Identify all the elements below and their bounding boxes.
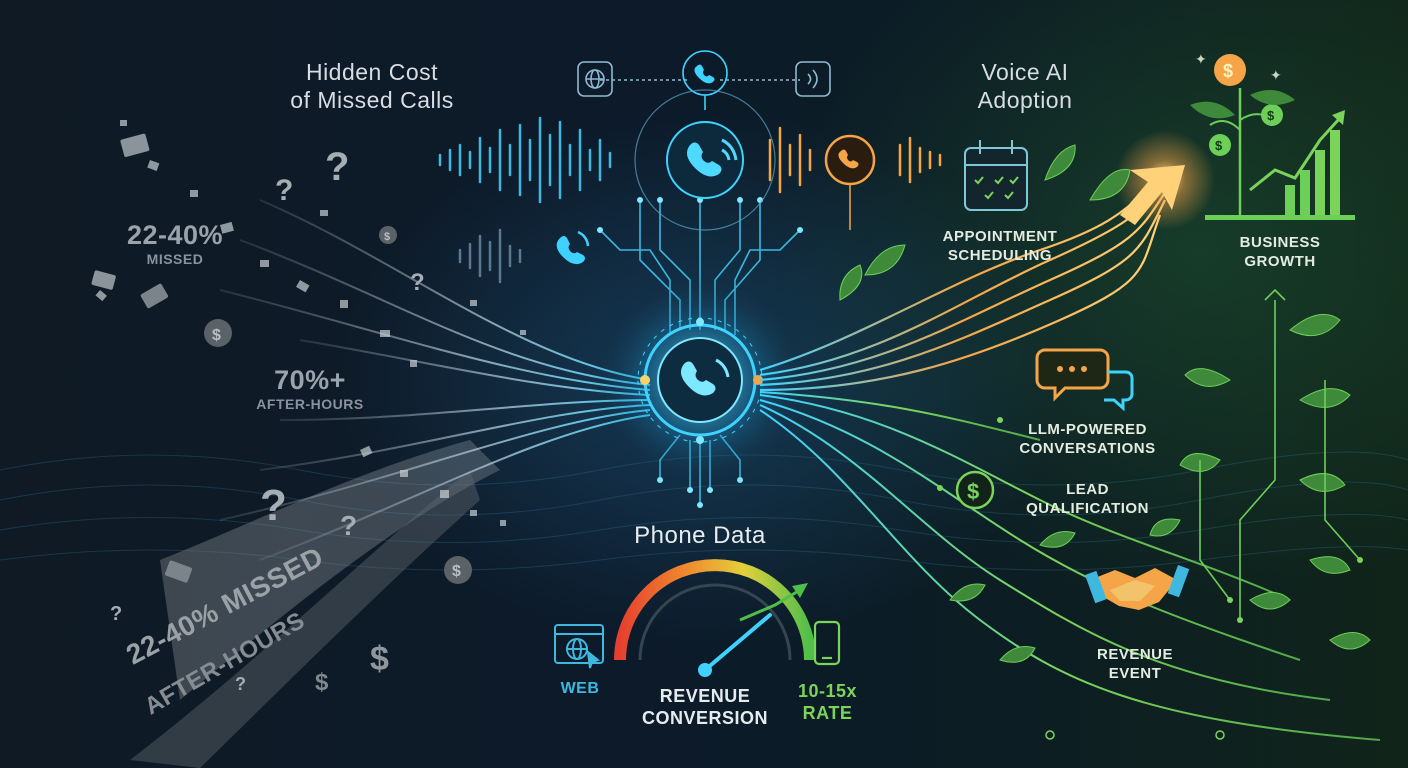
missed-calls-ribbon — [160, 440, 500, 700]
svg-text:$: $ — [1223, 61, 1233, 81]
svg-text:$: $ — [1215, 138, 1223, 153]
svg-text:?: ? — [340, 510, 357, 541]
svg-text:✦: ✦ — [1195, 52, 1207, 68]
label-line: LLM-POWERED — [1028, 421, 1147, 438]
svg-text:$: $ — [212, 327, 221, 344]
svg-text:?: ? — [235, 674, 246, 694]
phone-icon — [824, 134, 876, 230]
right-section-title: Voice AI Adoption — [930, 58, 1120, 114]
revenue-conversion-label: REVENUE CONVERSION — [615, 685, 795, 729]
lead-qualification-label: LEAD QUALIFICATION — [1005, 480, 1170, 518]
web-icon — [554, 624, 604, 669]
svg-text:✦: ✦ — [1270, 68, 1282, 84]
phone-icon — [556, 230, 590, 265]
svg-text:$: $ — [967, 479, 979, 504]
mobile-icon — [813, 620, 841, 666]
svg-text:$: $ — [452, 563, 461, 580]
business-growth-label: BUSINESS GROWTH — [1215, 233, 1345, 271]
hub-phone-icon — [637, 317, 763, 444]
rate-value: 10-15x — [797, 681, 858, 701]
svg-text:$: $ — [1267, 108, 1275, 123]
title-line: Adoption — [977, 87, 1073, 113]
vine-stems — [1199, 288, 1361, 620]
dollar-icon: $ — [955, 470, 995, 510]
svg-text:?: ? — [325, 145, 349, 189]
sound-icon — [795, 61, 831, 97]
left-section-title: Hidden Cost of Missed Calls — [262, 58, 482, 114]
paper-fragments — [95, 120, 526, 526]
missed-stat: 22-40% MISSED — [95, 220, 255, 267]
title-line: Voice AI — [981, 59, 1069, 85]
title-line: Hidden Cost — [305, 59, 439, 85]
label-line: APPOINTMENT — [942, 228, 1058, 245]
phone-icon — [682, 50, 728, 96]
center-title: Phone Data — [634, 522, 766, 549]
after-hours-percent: 70%+ — [274, 365, 346, 395]
svg-text:$: $ — [370, 640, 389, 678]
phone-icon — [666, 121, 744, 199]
appointment-scheduling-label: APPOINTMENT SCHEDULING — [915, 227, 1085, 265]
svg-text:?: ? — [410, 269, 425, 296]
label-line: REVENUE — [659, 686, 751, 706]
label-line: LEAD — [1066, 481, 1109, 498]
label-line: QUALIFICATION — [1026, 500, 1149, 517]
money-icon: $ $ $ $ $ — [91, 133, 472, 696]
llm-conversations-label: LLM-POWERED CONVERSATIONS — [1000, 420, 1175, 458]
label-line: REVENUE — [1096, 646, 1174, 663]
globe-icon — [577, 61, 613, 97]
gauge-icon — [614, 559, 816, 677]
title-line: of Missed Calls — [290, 87, 454, 113]
label-line: GROWTH — [1244, 253, 1316, 270]
label-line: CONVERSION — [641, 708, 769, 728]
rate-word: RATE — [802, 703, 853, 723]
svg-text:$: $ — [384, 231, 390, 243]
web-label: WEB — [560, 680, 600, 697]
top-icons — [577, 50, 831, 110]
label-line: SCHEDULING — [947, 247, 1053, 264]
sound-waveform — [438, 116, 942, 284]
after-hours-label: AFTER-HOURS — [256, 396, 364, 412]
business-growth-icon: $ $ $ ✦ ✦ — [1190, 52, 1355, 220]
missed-percent: 22-40% — [126, 220, 224, 250]
label-line: CONVERSATIONS — [1019, 440, 1156, 457]
after-hours-stat: 70%+ AFTER-HOURS — [230, 365, 390, 412]
label-line: BUSINESS — [1239, 234, 1321, 251]
growth-arrow — [1120, 165, 1185, 225]
rate-label: 10-15x RATE — [780, 680, 875, 724]
svg-text:?: ? — [110, 603, 122, 625]
missed-label: MISSED — [146, 251, 204, 267]
label-line: EVENT — [1108, 665, 1162, 682]
handshake-icon — [1085, 565, 1190, 610]
svg-text:$: $ — [315, 669, 329, 696]
svg-text:?: ? — [260, 481, 287, 530]
question-icon: ? ? ? ? ? ? ? — [110, 145, 425, 694]
chat-icon — [1035, 348, 1134, 412]
revenue-event-label: REVENUE EVENT — [1080, 645, 1190, 683]
svg-text:?: ? — [275, 174, 293, 207]
calendar-icon — [964, 140, 1028, 211]
